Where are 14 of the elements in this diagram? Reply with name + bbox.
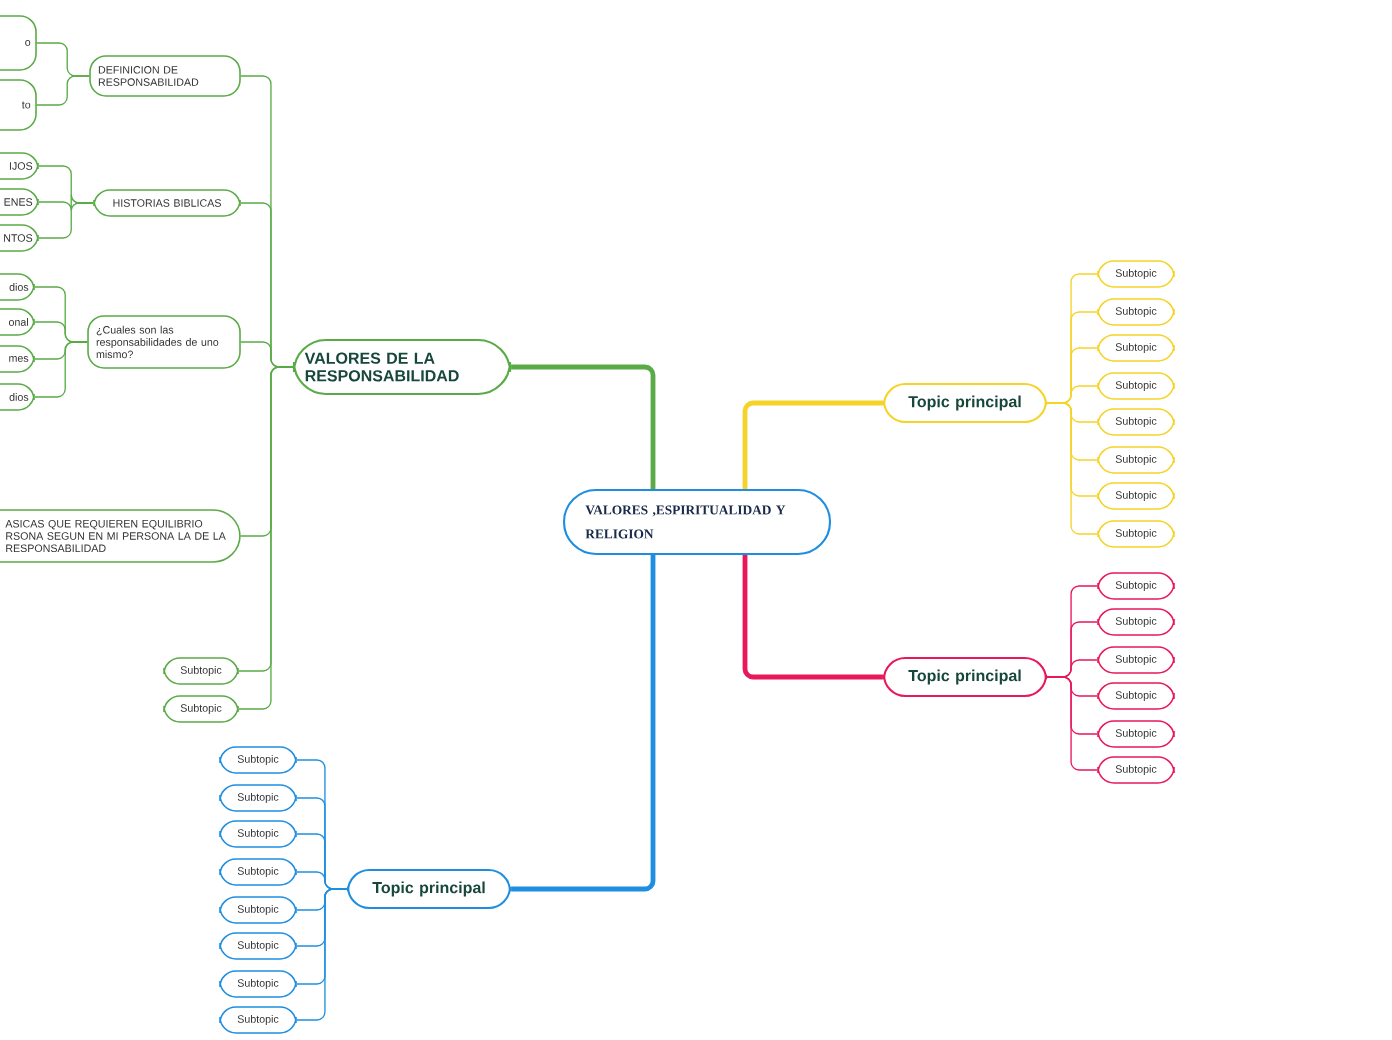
connector-line: [296, 888, 348, 1021]
connector-line: [1046, 676, 1098, 771]
connector-line: [511, 555, 656, 892]
connector-line: [36, 75, 90, 106]
connector-line: [38, 202, 94, 239]
connector-line: [34, 341, 88, 398]
main-topic-box: VALORES DE LA RESPONSABILIDAD: [292, 338, 512, 396]
main-topic-box: Topic principal: [346, 868, 512, 910]
main-topic-box: Topic principal: [882, 656, 1048, 698]
connector-line: [511, 364, 656, 489]
main-topic-box: Topic principal: [882, 382, 1048, 424]
connector-line: [1046, 402, 1098, 535]
connector-line: [742, 400, 883, 489]
connector-line: [742, 555, 883, 680]
